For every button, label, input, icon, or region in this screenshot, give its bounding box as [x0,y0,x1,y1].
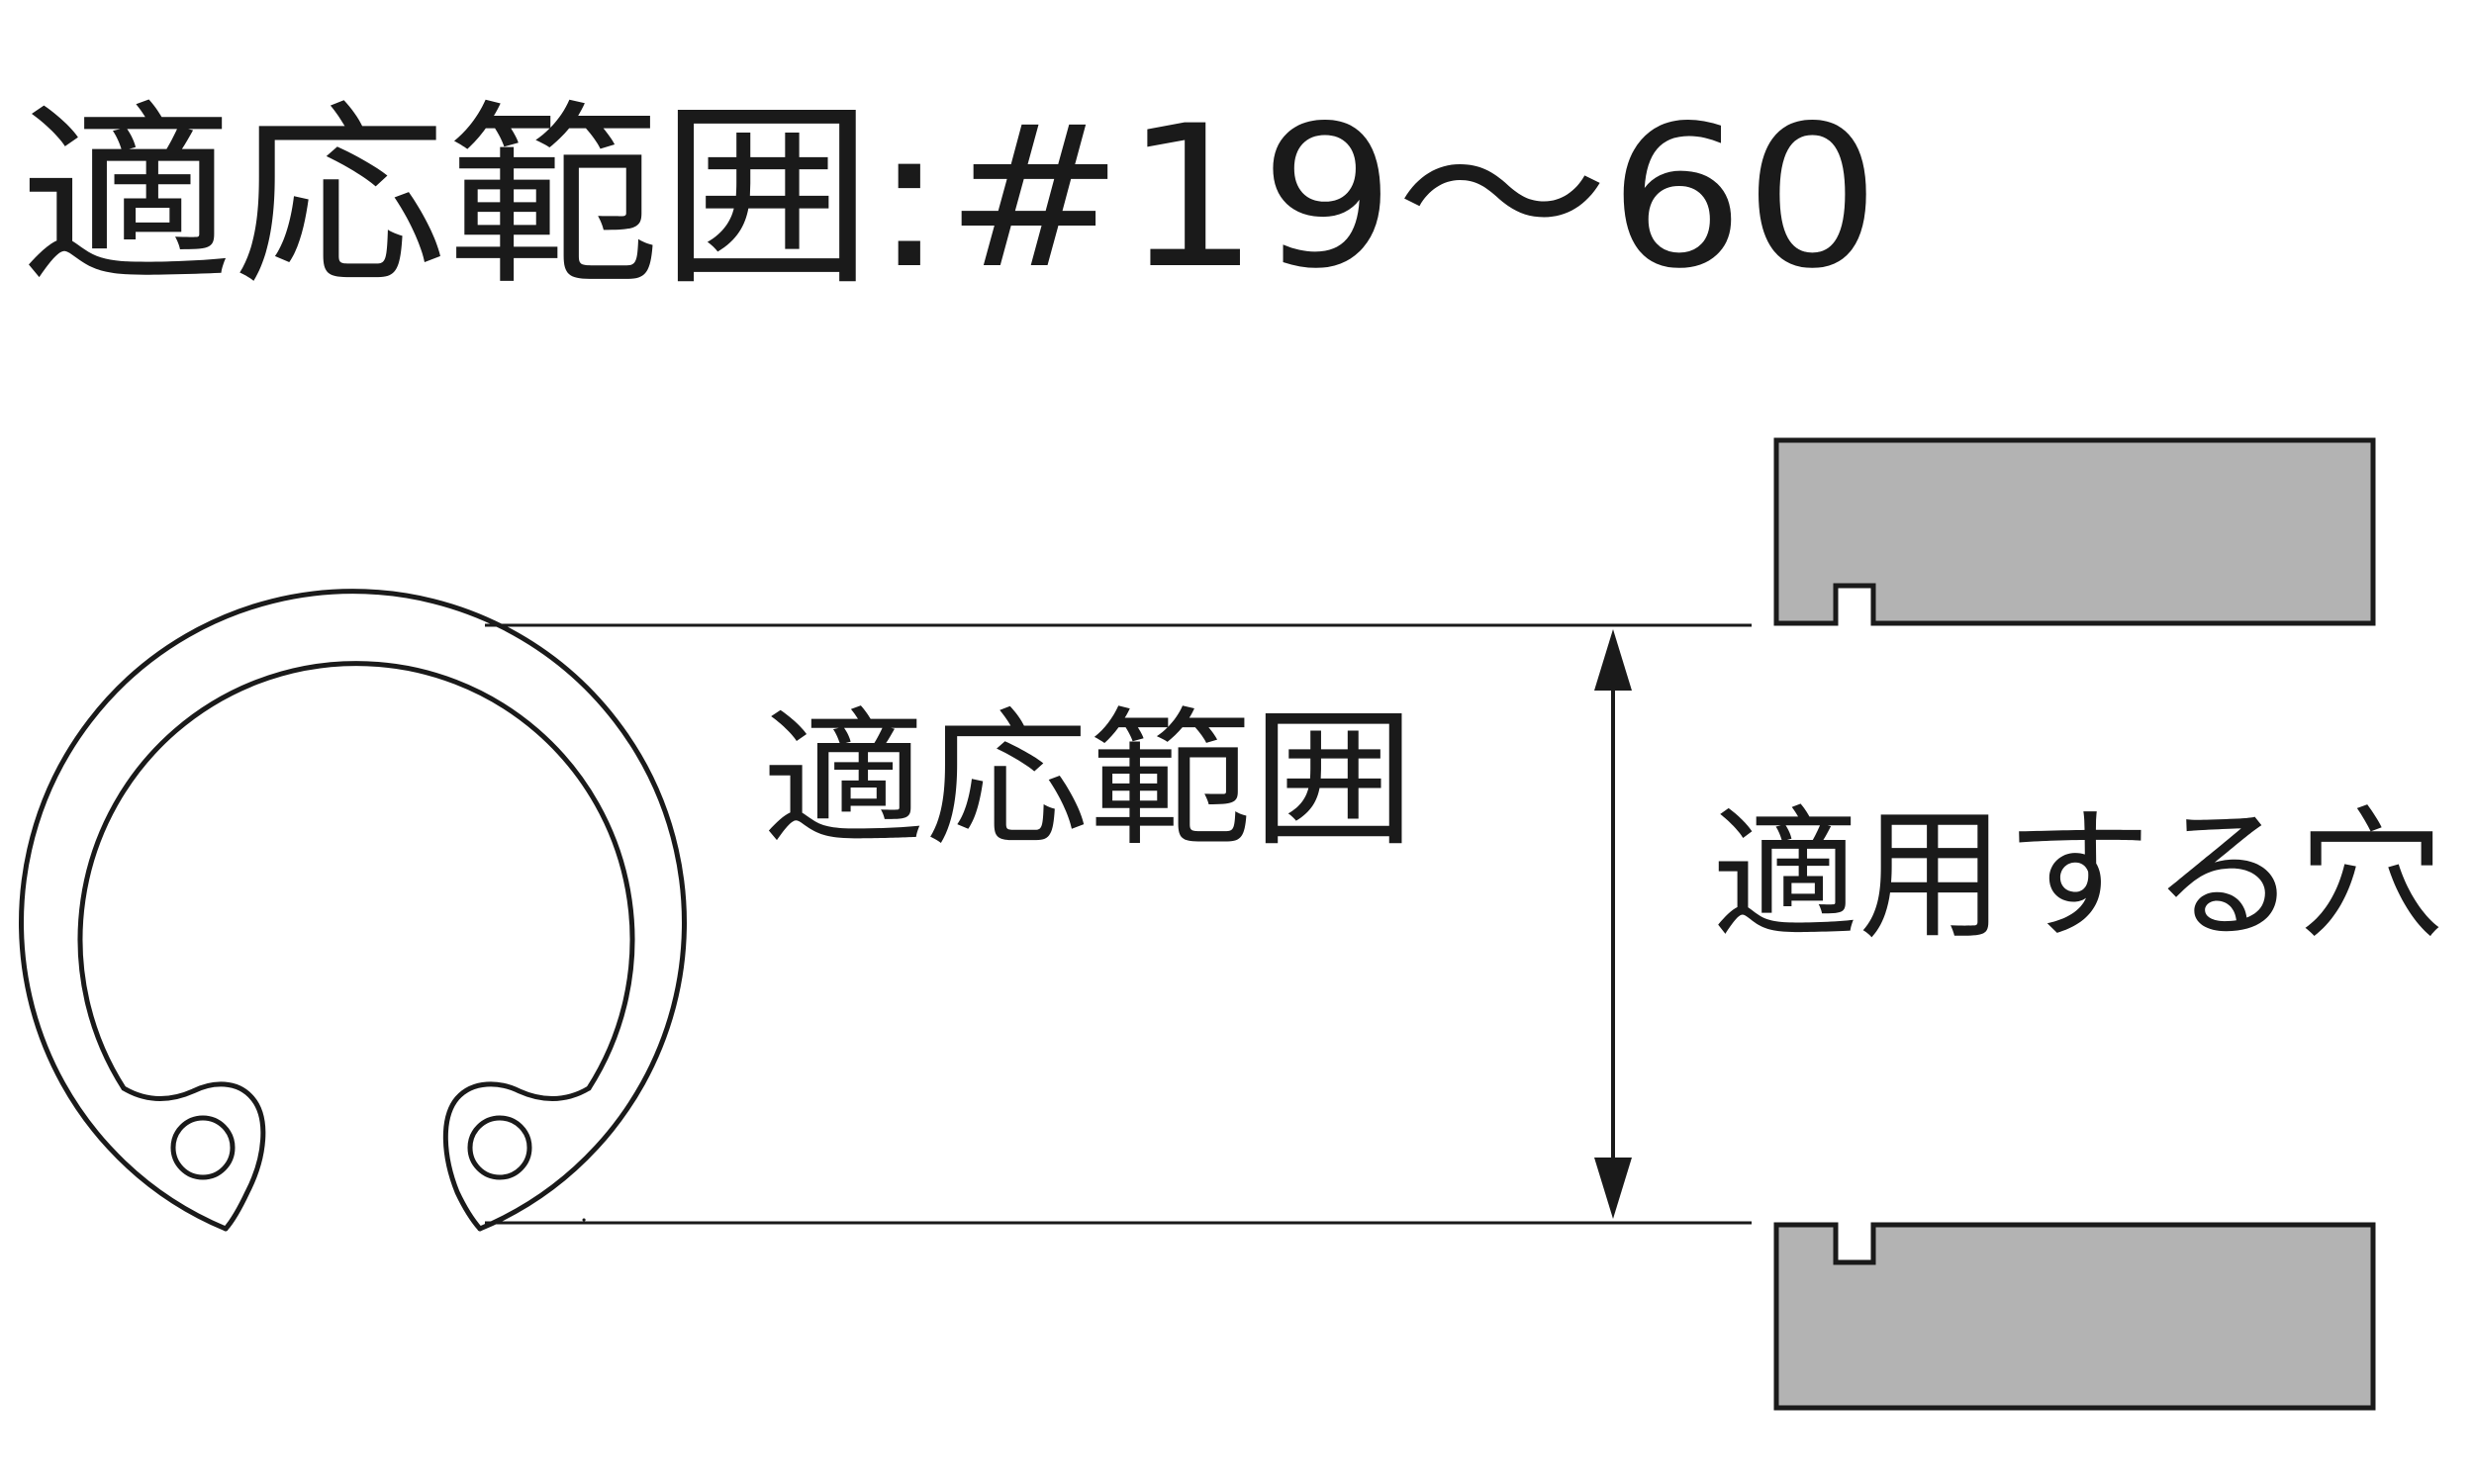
right-plier-hole [467,1115,532,1180]
snap-ring-right-lug [442,1081,592,1232]
hole-label: 適用する穴 [1712,792,2444,960]
snap-ring-outer-edge [19,589,687,1232]
range-label: 適応範囲 [762,695,1415,867]
snap-ring-inner-edge [77,661,635,1091]
left-plier-hole [170,1115,236,1180]
dimension-arrowhead-top [1594,629,1632,691]
upper-hole-wall-block [1773,437,2376,626]
lower-hole-wall-block [1773,1222,2376,1411]
snap-ring-left-lug [121,1081,266,1232]
snap-ring [19,589,687,1232]
page-title: 適応範囲:#19〜60 [20,83,1880,312]
dimension-arrow [1594,629,1632,1219]
dimension-arrowhead-bottom [1594,1158,1632,1219]
